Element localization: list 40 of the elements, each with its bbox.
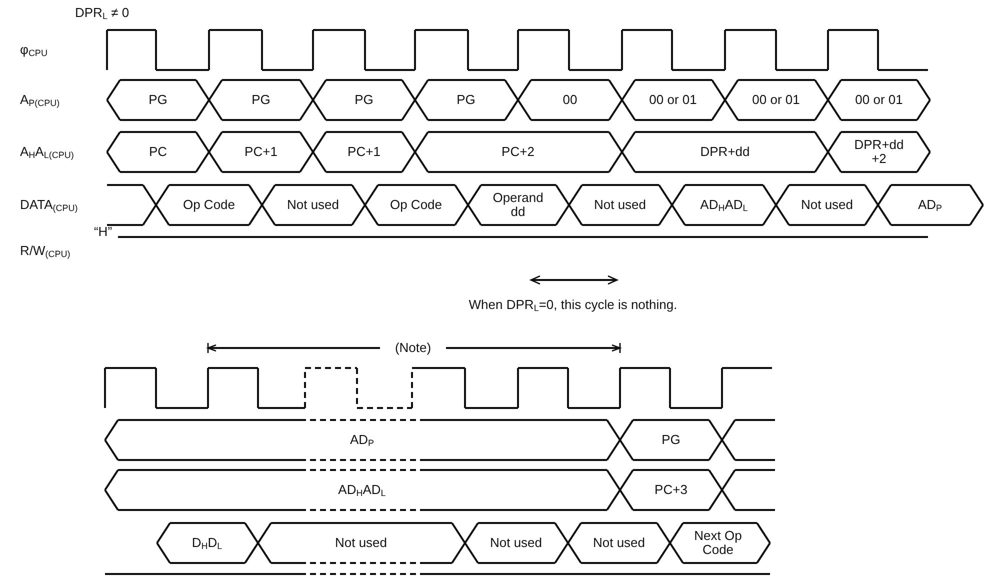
bus-value: Not used (286, 198, 340, 212)
signal-name: DATA$_{(CPU)}$ (20, 198, 78, 212)
bus-value: PG (148, 93, 168, 107)
bus-value: AD$_{H}$AD$_{L}$ (338, 483, 386, 497)
bus-value: 00 (562, 93, 578, 107)
note-text: When DPR$_{L}$=0, this cycle is nothing. (468, 298, 678, 312)
bus-value: Not used (592, 536, 646, 550)
bus-value: PG (354, 93, 374, 107)
bus-value: PC+2 (502, 145, 534, 159)
bus-value: Not used (490, 536, 542, 550)
signal-name: R/W$_{(CPU)}$ (20, 244, 70, 258)
bus-value: PC+1 (244, 145, 278, 159)
bus-value: PG (252, 93, 270, 107)
bus-value: DPR+dd +2 (853, 138, 905, 166)
bus-value: PG (456, 93, 476, 107)
bus-value: 00 or 01 (855, 93, 903, 107)
bus-value: 00 or 01 (649, 93, 697, 107)
signal-name: φ$_{CPU}$ (20, 43, 48, 57)
bus-value: PC+1 (348, 145, 380, 159)
bus-value: Not used (334, 536, 388, 550)
bus-value: DPR+dd (700, 145, 750, 159)
bus-value: PG (662, 433, 680, 447)
level-label: “H” (94, 225, 112, 239)
note-label: (Note) (394, 341, 432, 355)
bus-value: AD$_{P}$ (918, 198, 942, 212)
bus-value: PC+3 (654, 483, 688, 497)
bus-value: 00 or 01 (752, 93, 800, 107)
bus-value: Operand dd (492, 191, 544, 219)
condition-label: DPR$_{L}$ ≠ 0 (75, 6, 130, 20)
bus-value: PC (148, 145, 168, 159)
signal-name: A$_{P(CPU)}$ (20, 93, 60, 107)
bus-value: Not used (800, 198, 854, 212)
bus-value: AD$_{H}$AD$_{L}$ (700, 198, 748, 212)
bus-value: Not used (594, 198, 646, 212)
bus-value: Op Code (182, 198, 236, 212)
bus-value: Next Op Code (693, 529, 743, 557)
bus-value: Op Code (390, 198, 442, 212)
bus-value: D$_{H}$D$_{L}$ (192, 536, 222, 550)
signal-name: A$_{H}$A$_{L(CPU)}$ (20, 145, 74, 159)
bus-value: AD$_{P}$ (350, 433, 374, 447)
